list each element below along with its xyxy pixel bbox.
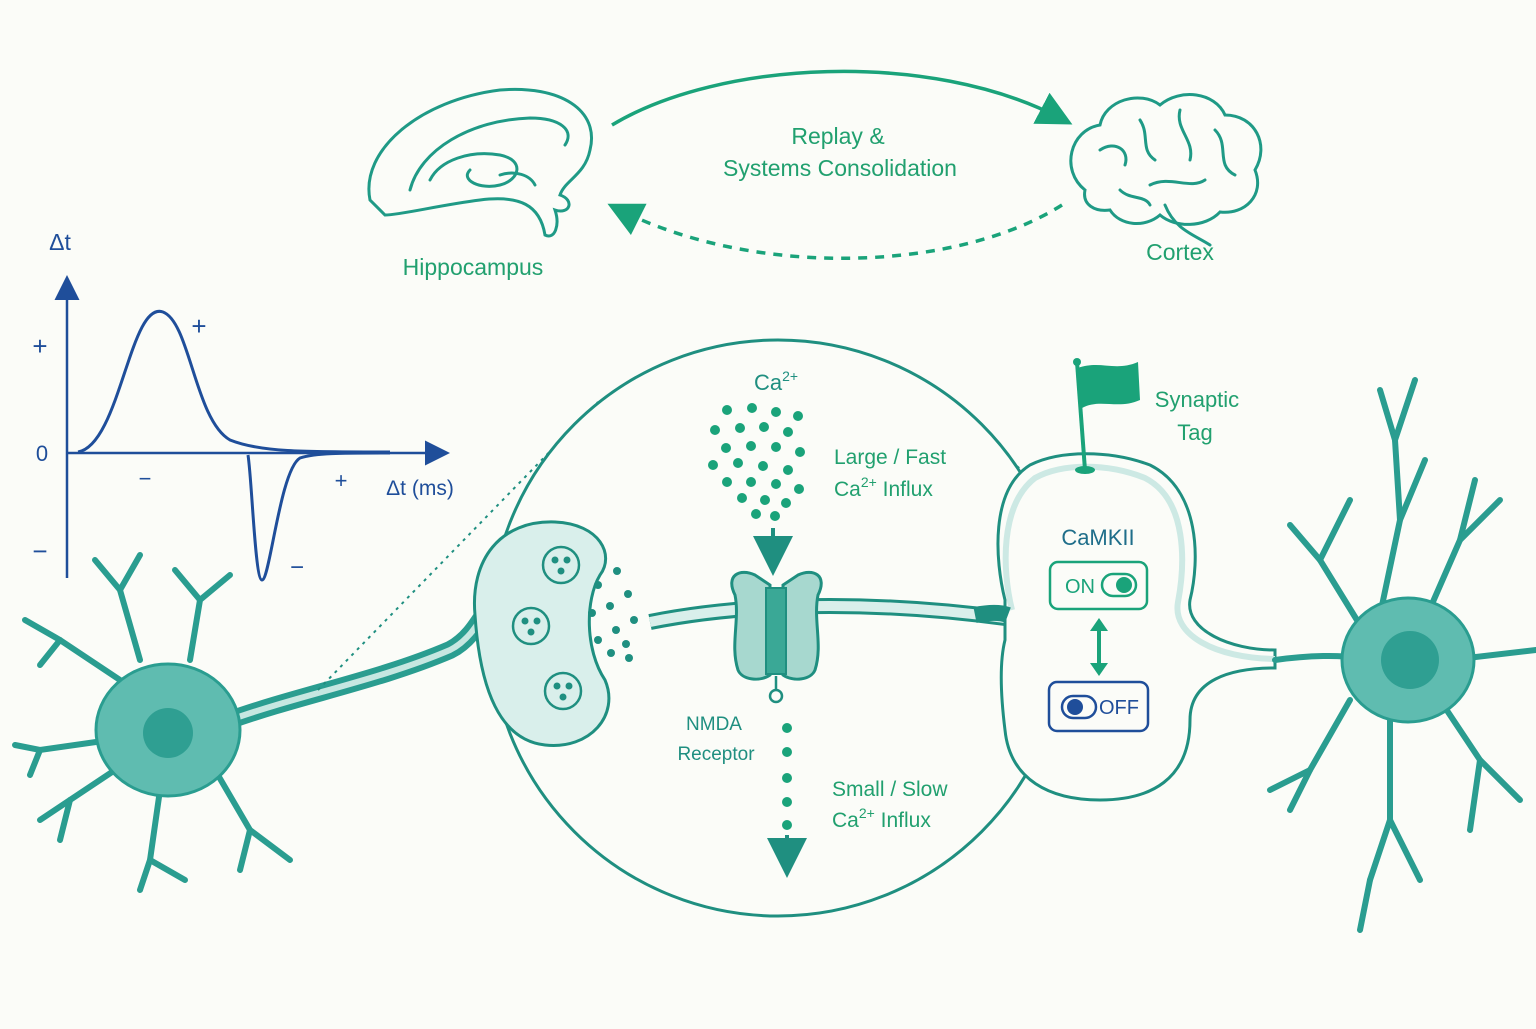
replay-label-line2: Systems Consolidation	[723, 155, 957, 181]
camkii-off-state: OFF	[1047, 680, 1150, 733]
synaptic-tag-line1: Synaptic	[1155, 387, 1239, 412]
large-influx-ca: Ca	[834, 478, 861, 501]
small-influx-sup: 2+	[859, 805, 875, 821]
large-influx-suffix: Influx	[877, 478, 934, 501]
camkii-off-label: OFF	[1099, 697, 1139, 719]
nmda-label-line1: NMDA	[686, 714, 742, 735]
hippocampus-icon	[367, 87, 593, 238]
calcium-label-text: Ca	[754, 370, 783, 395]
small-influx-line2: Ca2+ Influx	[832, 805, 931, 832]
camkii-on-state: ON	[1048, 560, 1149, 611]
stdp-x-plus: +	[335, 468, 348, 493]
large-influx-sup: 2+	[861, 474, 877, 490]
released-neurotransmitter	[588, 567, 638, 662]
presynaptic-terminal	[472, 520, 611, 747]
stdp-y-zero: 0	[36, 441, 48, 466]
spine-neck-connector	[973, 604, 1011, 623]
calcium-ion-cluster	[708, 403, 805, 521]
hippocampus-label: Hippocampus	[403, 254, 544, 280]
replay-backward-arrow	[607, 203, 1063, 260]
camkii-on-label: ON	[1065, 576, 1095, 598]
replay-forward-arrow	[611, 69, 1073, 127]
stdp-y-axis-label: Δt	[49, 229, 71, 255]
toggle-switch-icon	[1100, 572, 1138, 598]
stdp-y-plus: +	[32, 331, 47, 361]
camkii-label: CaMKII	[1061, 525, 1134, 550]
stdp-peak-plus: +	[191, 311, 206, 341]
dendritic-spine	[996, 452, 1277, 802]
toggle-switch-icon	[1060, 694, 1098, 720]
vesicle-icon	[511, 545, 583, 711]
stdp-trough-minus: −	[290, 554, 304, 581]
presynaptic-axon	[221, 596, 499, 729]
stdp-x-minus: −	[139, 466, 152, 491]
postsynaptic-neuron-icon	[1267, 377, 1536, 933]
stdp-ltd-curve	[246, 451, 391, 582]
small-influx-ca: Ca	[832, 809, 859, 832]
replay-label-line1: Replay &	[791, 123, 884, 149]
flag-icon	[1073, 358, 1140, 474]
nmda-label-line2: Receptor	[677, 744, 755, 765]
presynaptic-neuron-icon	[12, 552, 293, 893]
small-influx-dots	[782, 723, 792, 830]
stdp-y-minus: −	[32, 536, 47, 566]
ion-channel-icon	[730, 570, 823, 704]
synaptic-tag-line2: Tag	[1177, 420, 1212, 445]
presynaptic-nucleus	[143, 708, 193, 758]
calcium-label: Ca2+	[754, 368, 798, 395]
stdp-curve	[77, 310, 391, 454]
postsynaptic-nucleus	[1381, 631, 1439, 689]
large-influx-line1: Large / Fast	[834, 446, 946, 469]
brain-cortex-icon	[1069, 93, 1263, 247]
stdp-plot: Δt Δt (ms) + 0 − + − − +	[32, 229, 454, 582]
small-influx-line1: Small / Slow	[832, 778, 948, 801]
cortex-label: Cortex	[1146, 239, 1214, 265]
vesicle-contents	[521, 556, 573, 701]
stdp-x-axis-label: Δt (ms)	[386, 477, 454, 500]
zoom-line-left	[317, 401, 599, 691]
calcium-label-superscript: 2+	[782, 368, 798, 384]
small-influx-suffix: Influx	[875, 809, 932, 832]
large-influx-line2: Ca2+ Influx	[834, 474, 933, 501]
